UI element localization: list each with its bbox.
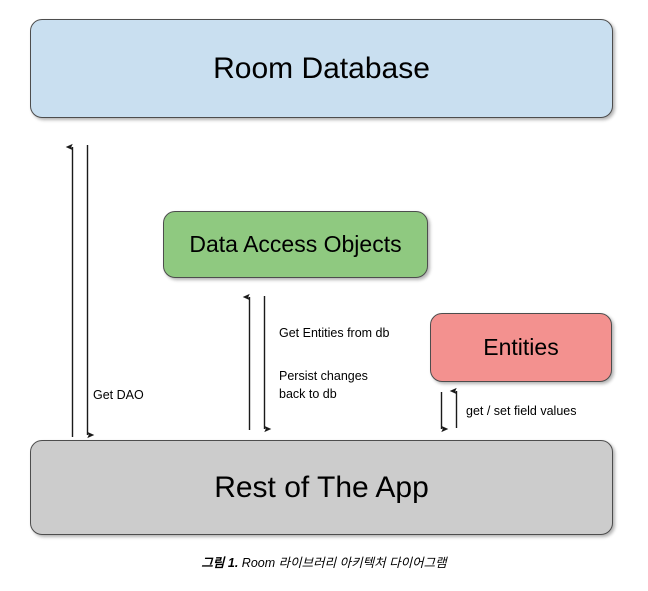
edge-label-get-set-field-values: get / set field values (466, 404, 577, 418)
edge-label-get-dao: Get DAO (93, 388, 144, 402)
figure-caption: 그림 1. Room 라이브러리 아키텍처 다이어그램 (0, 552, 648, 571)
figure-caption-number: 그림 1. (201, 556, 239, 570)
node-data-access-objects-label: Data Access Objects (189, 230, 402, 257)
node-room-database-label: Room Database (213, 52, 430, 85)
node-entities-label: Entities (483, 333, 559, 360)
edge-get-dao (65, 143, 95, 439)
edge-label-get-entities-from-db: Get Entities from db (279, 326, 390, 340)
node-data-access-objects: Data Access Objects (163, 211, 428, 278)
node-rest-of-the-app: Rest of The App (30, 440, 613, 535)
node-rest-of-the-app-label: Rest of The App (214, 471, 429, 504)
edge-dao-app (242, 293, 272, 433)
edge-label-persist-changes: Persist changes back to db (279, 369, 368, 402)
node-room-database: Room Database (30, 19, 613, 118)
node-entities: Entities (430, 313, 612, 382)
edge-get-set-field-values (440, 387, 458, 433)
figure-caption-text: Room 라이브러리 아키텍처 다이어그램 (238, 556, 447, 570)
